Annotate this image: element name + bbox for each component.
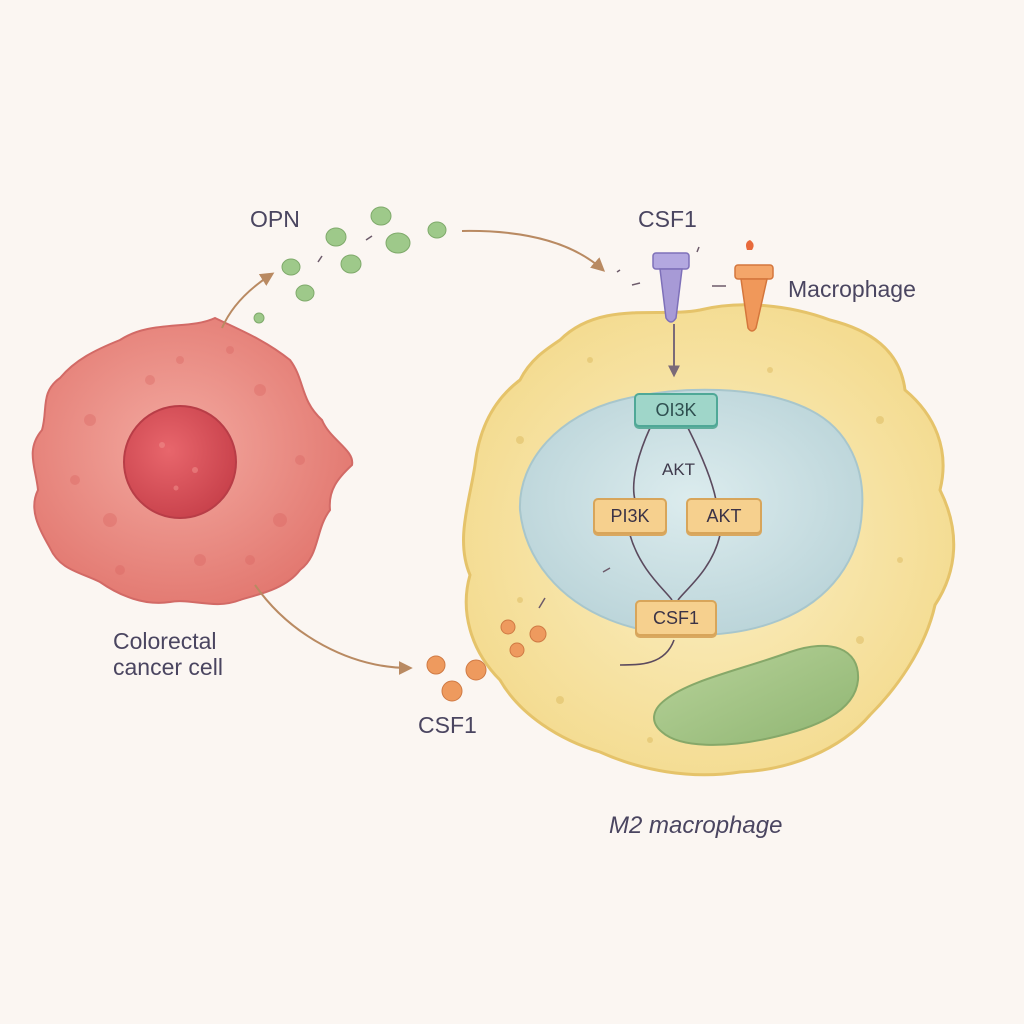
arrow-cancer-to-opn	[221, 272, 275, 329]
colorectal-label-line2: cancer cell	[113, 654, 223, 681]
colorectal-cancer-cell	[31, 316, 354, 606]
csf1-particles	[426, 619, 547, 702]
mitochondrion	[653, 644, 860, 746]
opn-label: OPN	[250, 206, 300, 232]
macrophage-receptor	[734, 240, 774, 332]
akt-box: AKT	[686, 498, 762, 534]
pathway-connectors	[619, 427, 721, 666]
cancer-nucleus	[123, 405, 237, 519]
specks	[317, 235, 726, 609]
csf1-receptor-label: CSF1	[638, 206, 697, 232]
pi3k-box: PI3K	[593, 498, 667, 534]
m2-macrophage-label: M2 macrophage	[609, 812, 783, 839]
colorectal-label-line1: Colorectal	[113, 628, 217, 654]
macrophage-label: Macrophage	[788, 276, 916, 302]
csf1-box: CSF1	[635, 600, 717, 636]
arrow-opn-to-receptor	[461, 229, 606, 272]
csf1-receptor	[652, 252, 690, 323]
colorectal-cancer-cell-label: Colorectal cancer cell	[113, 628, 223, 681]
csf1-secreted-label: CSF1	[418, 712, 477, 738]
oi3k-box: OI3K	[634, 393, 718, 427]
akt-text: AKT	[662, 460, 696, 479]
arrow-cancer-to-csf1	[254, 584, 413, 675]
opn-particles	[253, 206, 447, 324]
m2-macrophage-cell	[462, 303, 956, 777]
